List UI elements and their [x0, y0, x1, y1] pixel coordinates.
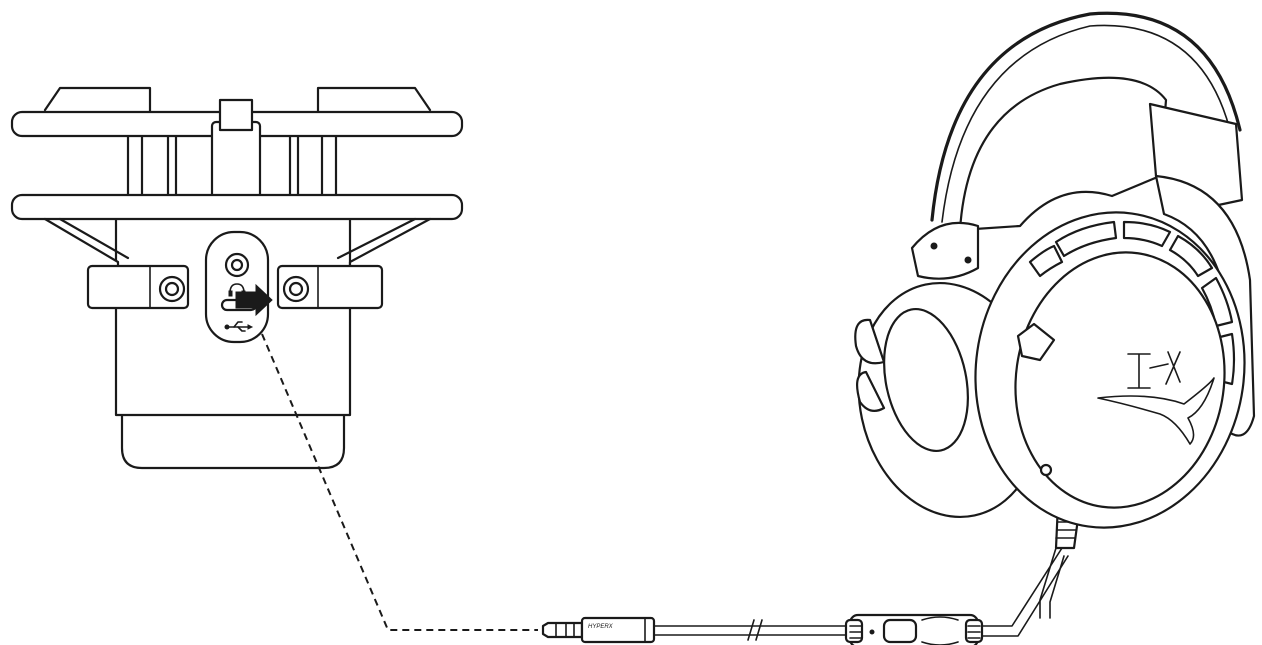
headband-pad [958, 76, 1168, 232]
port-panel [204, 230, 270, 344]
strut [126, 133, 144, 199]
left-yoke [910, 221, 980, 280]
volume-slider [882, 618, 918, 644]
headphone-jack-inner [230, 258, 244, 272]
lower-arm-left-inner [58, 217, 130, 260]
dashed-connection-line [261, 333, 538, 631]
earcup-plate [1014, 251, 1226, 509]
strut [288, 133, 300, 199]
hyperx-logo [1097, 351, 1215, 445]
plug-brand-text: HYPERX [588, 624, 614, 630]
cable-break-mark [755, 619, 763, 641]
microphone [10, 86, 464, 470]
headset [854, 11, 1256, 529]
strut [166, 133, 178, 199]
cable: HYPERX [261, 333, 1082, 645]
strut [320, 133, 338, 199]
cable-break-mark [747, 619, 755, 641]
inline-volume-control [844, 613, 984, 645]
audio-plug: HYPERX [541, 616, 656, 644]
led-dot [1039, 463, 1053, 477]
shock-mount-ring-bottom [10, 193, 464, 221]
direction-arrow [235, 283, 273, 317]
mount-knob-left-inner [164, 281, 180, 297]
plug-tip [541, 621, 584, 639]
shock-mount-arm-left [43, 86, 152, 114]
headband-wire [930, 11, 1242, 222]
microphone-base [120, 398, 346, 470]
usb-icon [224, 321, 254, 332]
shock-mount-clip-top [218, 98, 254, 132]
plug-housing [580, 616, 656, 644]
lower-arm-right-inner [336, 217, 417, 260]
mic-port [1016, 322, 1056, 362]
mount-knob-right-inner [288, 281, 304, 297]
shock-mount-arm-right [316, 86, 432, 114]
shock-mount-clip [210, 120, 262, 208]
